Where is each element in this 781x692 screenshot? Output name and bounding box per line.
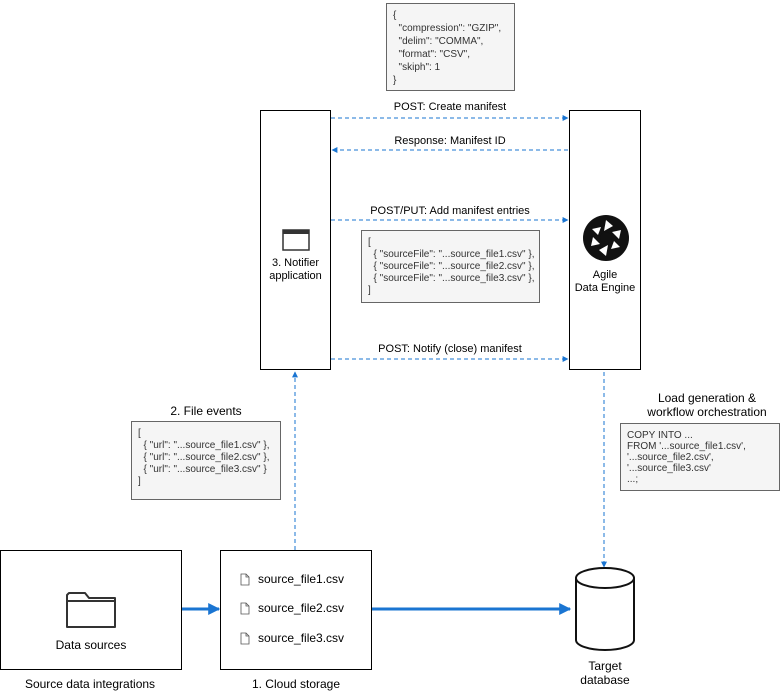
note-line: { "sourceFile": "...source_file1.csv" }, <box>368 249 535 260</box>
note-line: [ <box>138 428 141 439</box>
cloud-storage-box: source_file1.csv source_file2.csv source… <box>220 550 372 670</box>
note-line: { "url": "...source_file3.csv" } <box>138 464 267 475</box>
notifier-label-line2: application <box>269 270 322 282</box>
note-line: } <box>393 75 397 86</box>
load-generation-title-line2: workflow orchestration <box>647 405 767 419</box>
label-manifest-id: Response: Manifest ID <box>392 135 508 147</box>
notifier-application-box: 3. Notifier application <box>260 110 331 370</box>
note-line: '...source_file3.csv' <box>627 463 711 474</box>
target-label: Target database <box>570 659 640 687</box>
notifier-label: 3. Notifier application <box>261 257 330 283</box>
database-icon <box>575 567 635 651</box>
file-item: source_file1.csv <box>240 572 344 586</box>
note-line: "format": "CSV", <box>393 49 470 60</box>
engine-label-line2: Data Engine <box>574 282 636 294</box>
note-line: [ <box>368 237 371 248</box>
note-line: { "url": "...source_file1.csv" }, <box>138 440 270 451</box>
manifest-entries-note: [ { "sourceFile": "...source_file1.csv" … <box>361 230 540 303</box>
engine-label-line1: Agile <box>592 269 618 281</box>
agile-data-engine-box: Agile Data Engine <box>569 110 641 370</box>
folder-icon <box>66 592 116 628</box>
data-sources-caption: Source data integrations <box>24 677 156 691</box>
note-line: "delim": "COMMA", <box>393 36 484 47</box>
load-generation-title: Load generation & workflow orchestration <box>633 391 781 419</box>
file-name: source_file3.csv <box>258 631 345 645</box>
file-name: source_file1.csv <box>258 572 345 586</box>
note-line: { "sourceFile": "...source_file3.csv" }, <box>368 273 535 284</box>
label-create-manifest: POST: Create manifest <box>391 101 509 113</box>
notifier-label-line1: 3. Notifier <box>271 257 320 269</box>
file-events-title: 2. File events <box>170 404 242 418</box>
file-item: source_file3.csv <box>240 631 344 645</box>
file-icon <box>240 602 250 615</box>
note-line: ] <box>138 476 141 487</box>
note-line: ] <box>368 285 371 296</box>
label-add-entries: POST/PUT: Add manifest entries <box>368 205 532 217</box>
data-sources-label: Data sources <box>55 638 127 652</box>
note-line: "compression": "GZIP", <box>393 23 502 34</box>
note-line: "skiph": 1 <box>393 62 441 73</box>
manifest-config-note: { "compression": "GZIP", "delim": "COMMA… <box>386 3 515 91</box>
note-line: COPY INTO ... <box>627 430 693 441</box>
window-icon <box>282 229 310 251</box>
note-line: FROM '...source_file1.csv', <box>627 441 746 452</box>
note-line: { "sourceFile": "...source_file2.csv" }, <box>368 261 535 272</box>
note-line: ...; <box>627 474 639 485</box>
file-name: source_file2.csv <box>258 601 345 615</box>
note-line: { <box>393 10 397 21</box>
engine-label: Agile Data Engine <box>570 269 640 295</box>
data-sources-box: Data sources <box>0 550 182 670</box>
target-label-line2: database <box>580 673 630 687</box>
camera-aperture-icon <box>583 215 629 261</box>
load-generation-title-line1: Load generation & <box>657 391 757 405</box>
copy-into-note: COPY INTO ... FROM '...source_file1.csv'… <box>620 423 780 491</box>
file-item: source_file2.csv <box>240 601 344 615</box>
target-label-line1: Target <box>588 659 622 673</box>
note-line: '...source_file2.csv', <box>627 452 714 463</box>
file-events-note: [ { "url": "...source_file1.csv" }, { "u… <box>131 421 281 500</box>
file-icon <box>240 573 250 586</box>
note-line: { "url": "...source_file2.csv" }, <box>138 452 270 463</box>
cloud-storage-caption: 1. Cloud storage <box>251 677 341 691</box>
label-notify-close: POST: Notify (close) manifest <box>376 343 524 355</box>
file-icon <box>240 632 250 645</box>
